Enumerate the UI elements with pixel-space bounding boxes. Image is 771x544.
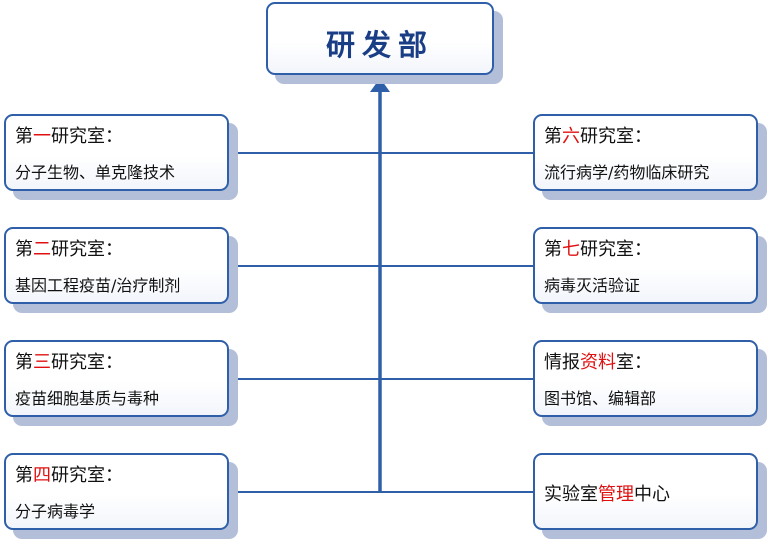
lab-6-title: 第六研究室： (544, 126, 652, 147)
lab-2-title: 第二研究室： (15, 239, 123, 260)
lab-7-title: 第七研究室： (544, 239, 652, 260)
lab-2-box[interactable]: 第二研究室： 基因工程疫苗/治疗制剂 (4, 227, 229, 304)
lab-4-desc: 分子病毒学 (15, 502, 96, 521)
lab-3-desc: 疫苗细胞基质与毒种 (15, 389, 160, 408)
lab-4-title: 第四研究室： (15, 465, 123, 486)
lab-4-box[interactable]: 第四研究室： 分子病毒学 (4, 453, 229, 530)
info-room-desc: 图书馆、编辑部 (544, 389, 657, 408)
lab-6-box[interactable]: 第六研究室： 流行病学/药物临床研究 (533, 114, 758, 191)
rd-department-box[interactable]: 研发部 (266, 2, 494, 75)
info-room-box[interactable]: 情报资料室： 图书馆、编辑部 (533, 340, 758, 417)
lab-1-title: 第一研究室： (15, 126, 123, 147)
lab-1-box[interactable]: 第一研究室： 分子生物、单克隆技术 (4, 114, 229, 191)
lab-1-desc: 分子生物、单克隆技术 (15, 163, 176, 182)
lab-7-box[interactable]: 第七研究室： 病毒灭活验证 (533, 227, 758, 304)
lab-6-desc: 流行病学/药物临床研究 (544, 163, 710, 182)
lab-management-box[interactable]: 实验室管理中心 (533, 453, 758, 530)
info-room-title: 情报资料室： (544, 352, 652, 373)
lab-management-title: 实验室管理中心 (544, 484, 670, 505)
trunk-arrow-head (370, 78, 390, 92)
lab-3-title: 第三研究室： (15, 352, 123, 373)
lab-7-desc: 病毒灭活验证 (544, 276, 641, 295)
rd-department-title: 研发部 (325, 28, 434, 62)
lab-3-box[interactable]: 第三研究室： 疫苗细胞基质与毒种 (4, 340, 229, 417)
lab-2-desc: 基因工程疫苗/治疗制剂 (15, 276, 181, 295)
